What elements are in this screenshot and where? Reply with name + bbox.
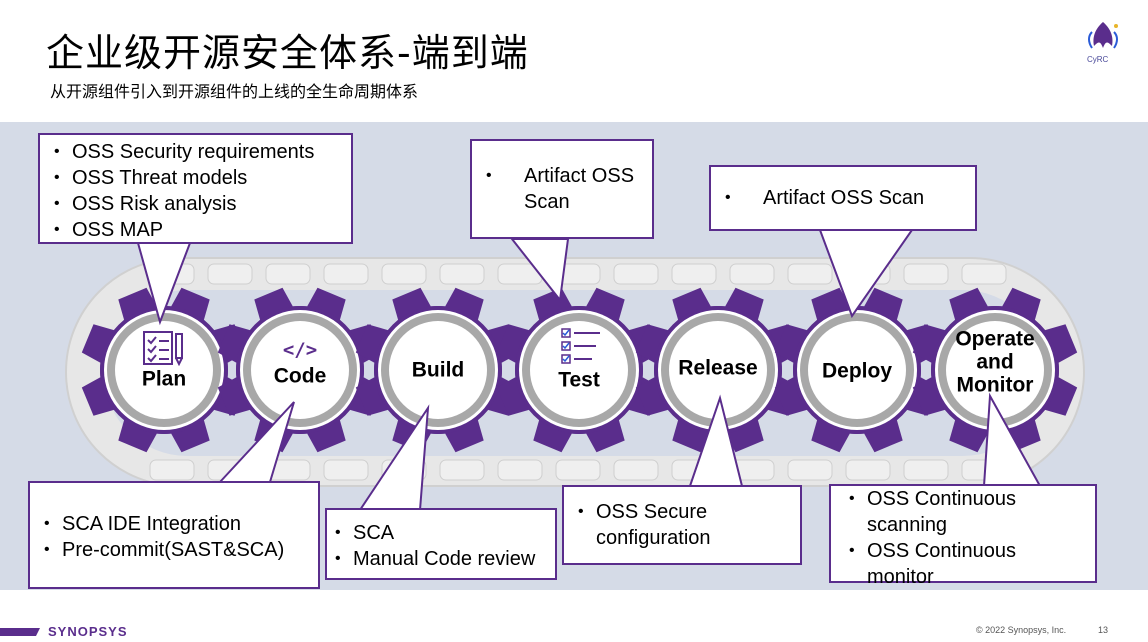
code-icon: </> [282, 339, 318, 361]
belt-link [903, 459, 949, 481]
gear-test [496, 287, 662, 453]
callout-item: Artifact OSS Scan [482, 163, 642, 215]
cyrc-logo-icon [1088, 22, 1118, 49]
gear-operate [912, 287, 1078, 453]
callout-list: Artifact OSS Scan [482, 163, 642, 215]
belt-link [961, 263, 1007, 285]
belt-link [555, 459, 601, 481]
callout-list: OSS Secure configuration [574, 499, 790, 551]
belt-link [729, 263, 775, 285]
belt-link [265, 263, 311, 285]
page-subtitle: 从开源组件引入到开源组件的上线的全生命周期体系 [50, 82, 419, 101]
stage-label-deploy: Deploy [821, 359, 893, 383]
gear-face [389, 321, 487, 419]
stage-label-test: Test [558, 368, 600, 392]
belt-link [845, 459, 891, 481]
page-number: 13 [1098, 625, 1109, 635]
callout-build: SCA Manual Code review [325, 508, 557, 580]
callout-list: OSS Security requirements OSS Threat mod… [50, 139, 341, 243]
pointer-test [509, 238, 570, 303]
gear-deploy [774, 287, 940, 453]
callout-item: Artifact OSS Scan [721, 185, 965, 211]
callout-item: Pre-commit(SAST&SCA) [40, 537, 308, 563]
stage-label-line: Monitor [956, 373, 1034, 397]
callout-item: OSS Secure configuration [574, 499, 790, 551]
callout-list: Artifact OSS Scan [721, 185, 965, 211]
belt-link [439, 459, 485, 481]
gear-face [251, 321, 349, 419]
belt-link [323, 263, 369, 285]
stage-label-code: Code [273, 364, 327, 388]
belt-link [787, 263, 833, 285]
stage-label-build: Build [411, 358, 465, 382]
callout-operate: OSS Continuous scanning OSS Continuous m… [829, 484, 1097, 588]
gear-plan [81, 287, 247, 453]
belt-link [613, 459, 659, 481]
checklist-icon [561, 328, 600, 364]
callout-item: Manual Code review [331, 546, 545, 572]
gear-face [946, 321, 1044, 419]
callout-item: SCA [331, 520, 545, 546]
callout-item: OSS Continuous monitor [845, 538, 1085, 590]
stage-label-line: Operate [955, 327, 1035, 351]
gear-face [808, 321, 906, 419]
belt-link [381, 263, 427, 285]
belt-link [613, 263, 659, 285]
belt-link [787, 459, 833, 481]
belt-link [903, 263, 949, 285]
gear-release [635, 287, 801, 453]
belt-link [323, 459, 369, 481]
callout-pointers [136, 229, 1042, 511]
callout-list: SCA Manual Code review [331, 520, 545, 572]
stage-label-operate: Operate and Monitor [955, 328, 1034, 397]
gear-face [530, 321, 628, 419]
callout-item: SCA IDE Integration [40, 511, 308, 537]
callout-release: OSS Secure configuration [562, 485, 802, 565]
callout-test: Artifact OSS Scan [470, 139, 654, 239]
gear-code [217, 287, 383, 453]
page-title: 企业级开源安全体系-端到端 [46, 31, 529, 75]
callout-code: SCA IDE Integration Pre-commit(SAST&SCA) [28, 481, 320, 589]
belt-link [671, 263, 717, 285]
footer-copyright: © 2022 Synopsys, Inc. [976, 625, 1067, 635]
belt-link [439, 263, 485, 285]
cyrc-logo-text: CyRC [1087, 55, 1109, 64]
callout-item: OSS Threat models [50, 165, 341, 191]
callout-item: OSS MAP [50, 217, 341, 243]
checklist-icon [143, 331, 183, 366]
callout-list: OSS Continuous scanning OSS Continuous m… [845, 486, 1085, 590]
stage-label-release: Release [678, 356, 758, 380]
footer-stripe-icon [0, 628, 40, 636]
gears [81, 287, 1078, 453]
callout-item: OSS Security requirements [50, 139, 341, 165]
callout-item: OSS Continuous scanning [845, 486, 1085, 538]
callout-item: OSS Risk analysis [50, 191, 341, 217]
stage-label-plan: Plan [141, 367, 187, 391]
belt-link [497, 459, 543, 481]
belt-links [149, 263, 1007, 481]
gear-face [115, 321, 213, 419]
callout-deploy: Artifact OSS Scan [709, 165, 977, 231]
callout-plan: OSS Security requirements OSS Threat mod… [38, 133, 353, 244]
synopsys-logo: SYNOPSYS [48, 624, 128, 639]
gear-build [355, 287, 521, 453]
stage-label-line: and [976, 350, 1014, 374]
gear-face [669, 321, 767, 419]
callout-list: SCA IDE Integration Pre-commit(SAST&SCA) [40, 511, 308, 563]
belt-link [207, 263, 253, 285]
belt-link [149, 459, 195, 481]
